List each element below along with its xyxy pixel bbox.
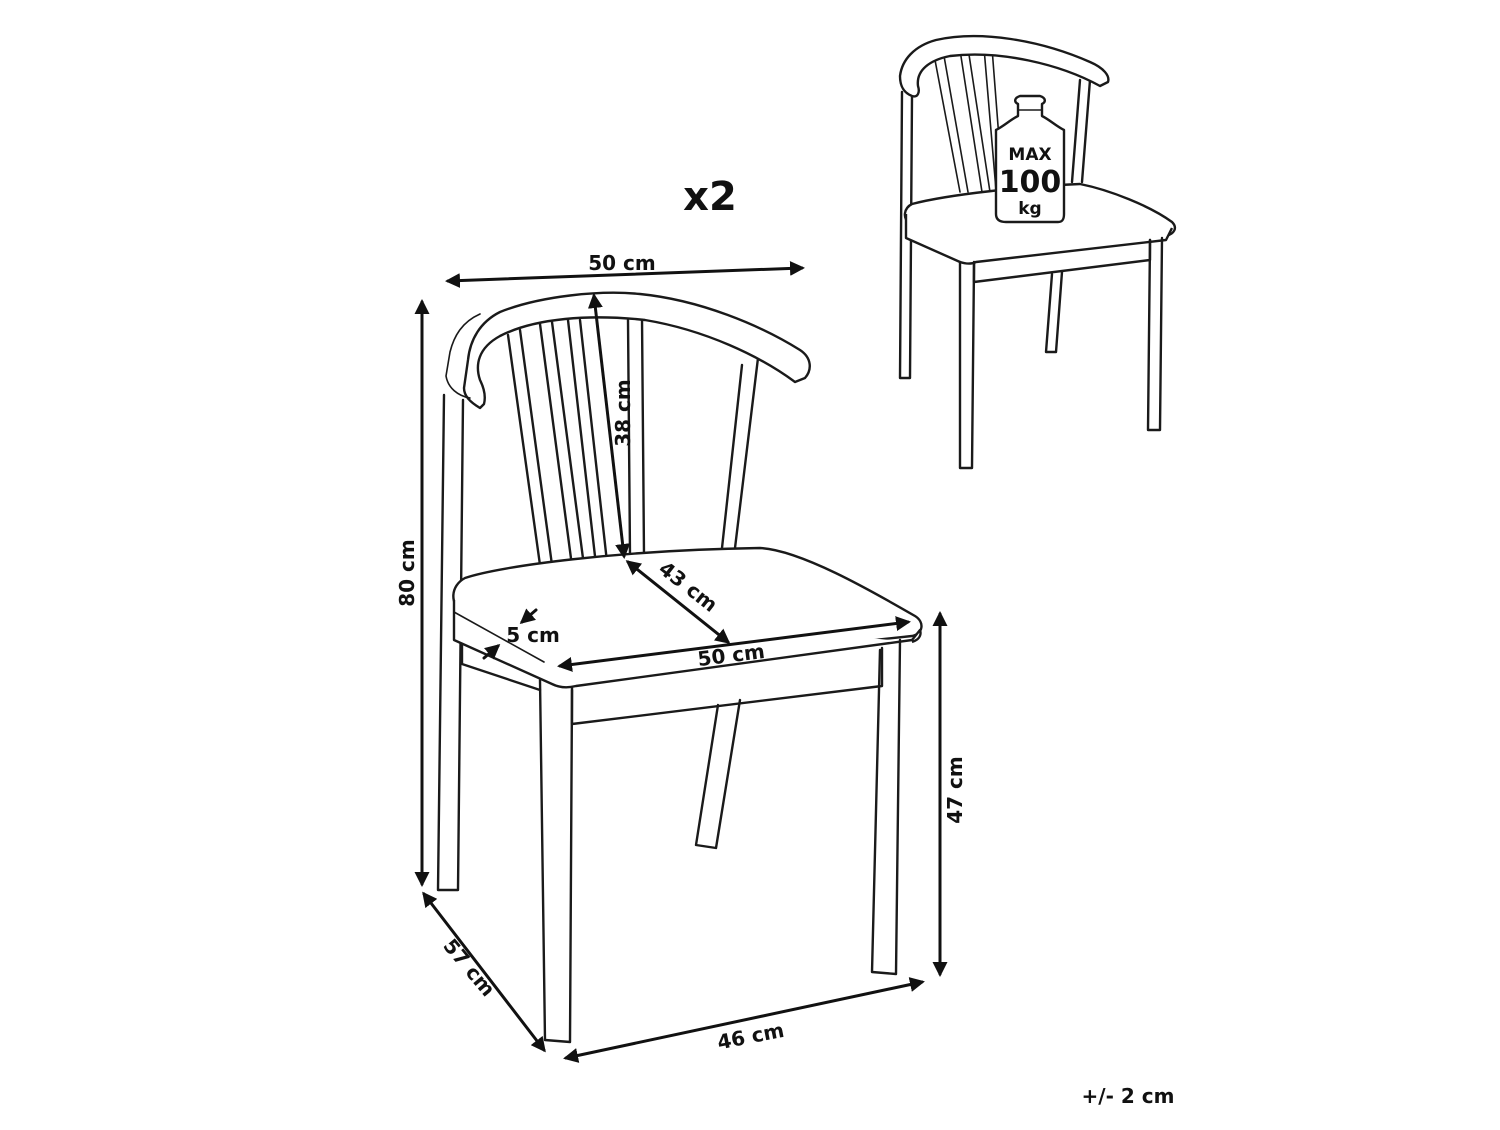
rear-left-leg — [436, 393, 465, 892]
backrest-width-arrow — [445, 260, 805, 289]
front-right-leg — [870, 638, 902, 976]
weight-icon: MAX 100 kg — [994, 94, 1066, 224]
backrest-slats — [506, 316, 646, 568]
backrest-width-label: 50 cm — [588, 251, 656, 275]
weight-max-label: MAX — [1008, 145, 1051, 165]
rear-right-leg-lower — [694, 698, 742, 850]
base-depth-label: 57 cm — [438, 934, 500, 1001]
small-front-right-leg — [1146, 236, 1164, 432]
rear-right-leg — [720, 356, 760, 550]
seat-thickness-arrow-top — [519, 608, 538, 624]
backrest-top-rail — [462, 291, 811, 410]
seat-thickness-label: 5 cm — [506, 623, 560, 647]
base-width-arrow — [563, 977, 925, 1063]
front-left-leg — [538, 678, 574, 1044]
seat-height-label: 47 cm — [943, 756, 967, 824]
small-backrest-top-rail — [898, 34, 1110, 98]
load-capacity-illustration: MAX 100 kg — [898, 34, 1177, 470]
total-height-label: 80 cm — [395, 539, 419, 607]
backrest-height-arrow — [587, 293, 631, 559]
base-depth-arrow — [422, 891, 546, 1053]
quantity-label: x2 — [683, 174, 737, 220]
seat-thickness-arrow-bottom — [482, 644, 501, 660]
backrest-height-label: 38 cm — [611, 379, 635, 447]
dimension-arrows — [414, 260, 948, 1063]
small-front-left-leg — [958, 260, 976, 470]
main-chair-drawing — [436, 291, 923, 1044]
weight-unit-label: kg — [1018, 199, 1041, 219]
tolerance-note: +/- 2 cm — [1082, 1084, 1175, 1108]
seat-width-arrow — [557, 616, 911, 672]
weight-value-label: 100 — [999, 165, 1062, 200]
